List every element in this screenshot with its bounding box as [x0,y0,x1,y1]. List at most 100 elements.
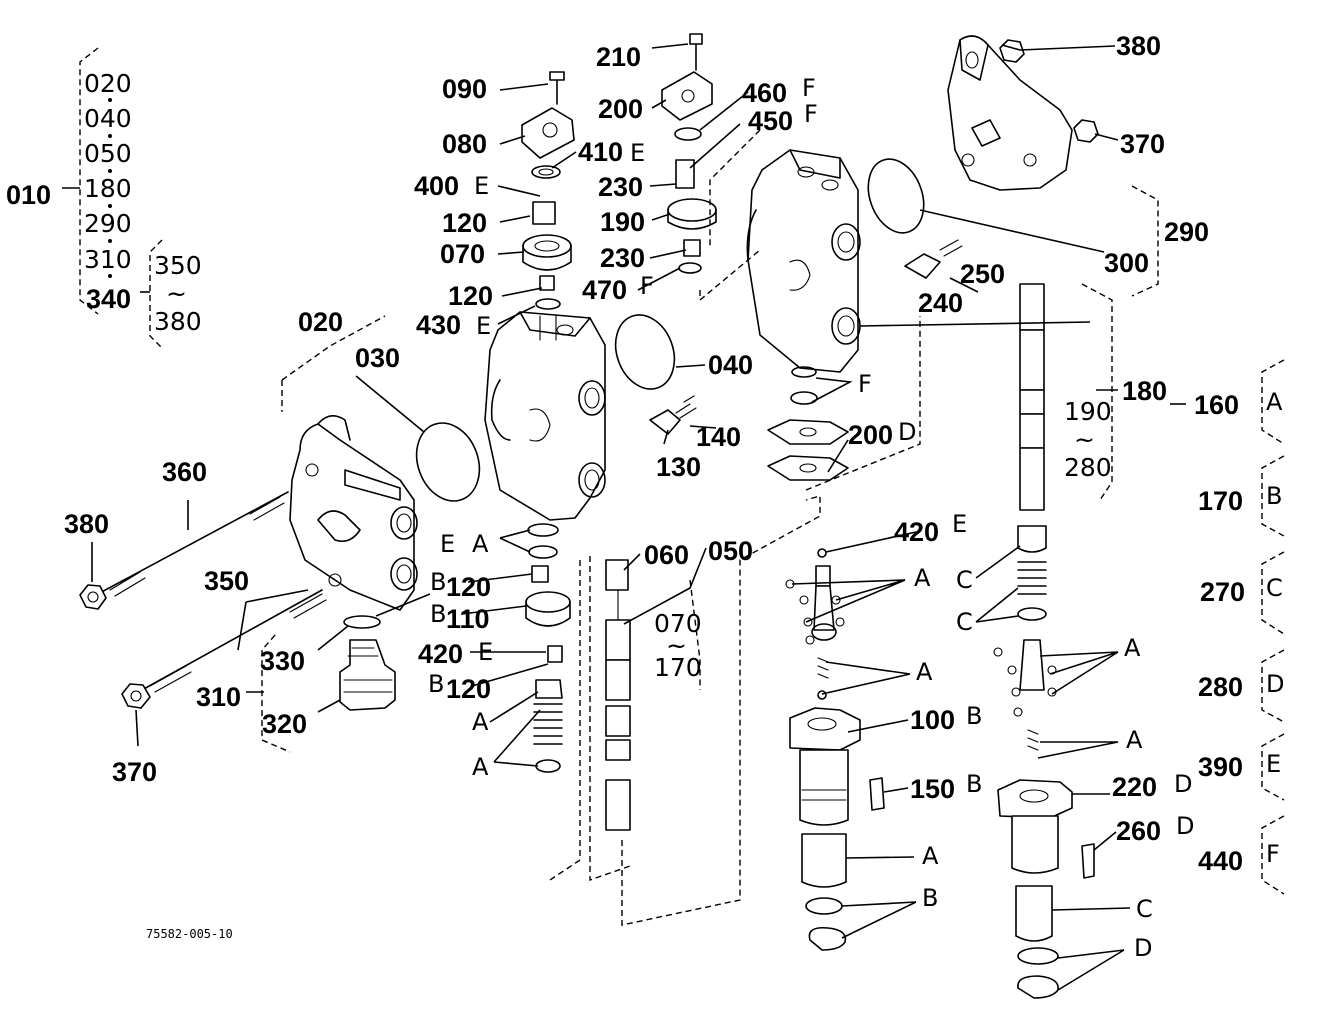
tie-bolt-360 [95,491,289,597]
label-140: 140 [696,422,741,452]
bracket-060 [549,560,581,881]
letter-F: F [858,370,872,398]
label-300: 300 [1104,248,1149,278]
spool-060 [605,559,631,831]
letter-B: B [966,702,982,730]
label-380-right: 380 [1116,31,1161,61]
label-420: 420 [418,639,463,669]
letter-D: D [1134,934,1152,962]
group-010-item: 050 [84,139,132,168]
label-290: 290 [1164,217,1209,247]
bracket-070 [689,579,701,690]
spool-stack-bottom-1 [525,523,571,773]
label-090: 090 [442,74,487,104]
group-010-item: 180 [84,174,132,203]
end-cover-290 [947,35,1099,191]
letter-A: A [1126,726,1143,754]
label-200-d: 200 [848,420,893,450]
letter-D: D [1174,770,1192,798]
leader-lines [91,43,1186,991]
valve-section-body-1 [484,311,606,521]
label-340: 340 [86,284,131,314]
label-280: 280 [1198,672,1243,702]
label-310: 310 [196,682,241,712]
letter-D: D [898,418,916,446]
bracket-290 [1131,185,1159,297]
letter-F: F [640,272,654,300]
label-150: 150 [910,774,955,804]
spool-180 [993,283,1057,751]
spring-cap-220 [997,779,1095,999]
frame-dash [699,249,761,302]
label-120: 120 [442,208,487,238]
label-070: 070 [440,239,485,269]
label-080: 080 [442,129,487,159]
check-valve-240 [904,239,963,279]
tie-bolt-350 [141,589,327,693]
label-330: 330 [260,646,305,676]
letter-A: A [916,658,933,686]
letter-F: F [802,74,816,102]
label-240: 240 [918,288,963,318]
letter-E: E [476,312,491,340]
spool-stack-top-1 [521,71,575,341]
label-370-left: 370 [112,757,157,787]
letter-F: F [804,100,818,128]
tab-letter-D: D [1266,670,1284,698]
o-ring-300 [867,158,925,234]
tab-letter-C: C [1266,574,1283,602]
letter-A: A [922,842,939,870]
label-130: 130 [656,452,701,482]
group-180-item: 190 [1064,397,1112,426]
group-010-item: 290 [84,209,132,238]
label-190: 190 [600,207,645,237]
label-120: 120 [446,674,491,704]
valve-section-body-2 [746,149,861,373]
label-040: 040 [708,350,753,380]
label-180: 180 [1122,376,1167,406]
letter-E: E [630,139,645,167]
letter-C: C [1136,895,1153,923]
label-420-e: 420 [894,517,939,547]
label-370-right: 370 [1120,129,1165,159]
letter-A: A [914,564,931,592]
letter-C: C [956,566,973,594]
label-030: 030 [355,343,400,373]
letter-B: B [966,770,982,798]
group-bracket-010: 020 040 050 180 290 310 350 ~ 380 [62,47,202,349]
label-120: 120 [448,281,493,311]
letter-E: E [474,172,489,200]
label-120: 120 [446,572,491,602]
end-cover-020 [281,315,418,611]
letter-D: D [1176,812,1194,840]
tab-letter-F: F [1266,840,1280,868]
group-010-item: 040 [84,104,132,133]
label-230: 230 [598,172,643,202]
nut-370-left [121,683,151,709]
label-270: 270 [1200,577,1245,607]
frame-dash [589,556,631,881]
letter-A: A [472,753,489,781]
drawing-code: 75582-005-10 [146,927,233,941]
label-360: 360 [162,457,207,487]
letter-B: B [922,884,938,912]
letter-A: A [472,708,489,736]
letter-A: A [1124,634,1141,662]
label-380-left: 380 [64,509,109,539]
letter-B: B [428,670,444,698]
label-410: 410 [578,137,623,167]
spool-050 [785,548,845,700]
label-250: 250 [960,259,1005,289]
label-230: 230 [600,243,645,273]
label-400: 400 [414,171,459,201]
tab-letter-E: E [1266,750,1281,778]
label-320: 320 [262,709,307,739]
label-210: 210 [596,42,641,72]
group-340-item: 380 [154,307,202,336]
group-050-item: 070 [654,609,702,638]
o-ring-040 [614,314,676,390]
group-340-item: 350 [154,251,202,280]
label-100: 100 [910,705,955,735]
